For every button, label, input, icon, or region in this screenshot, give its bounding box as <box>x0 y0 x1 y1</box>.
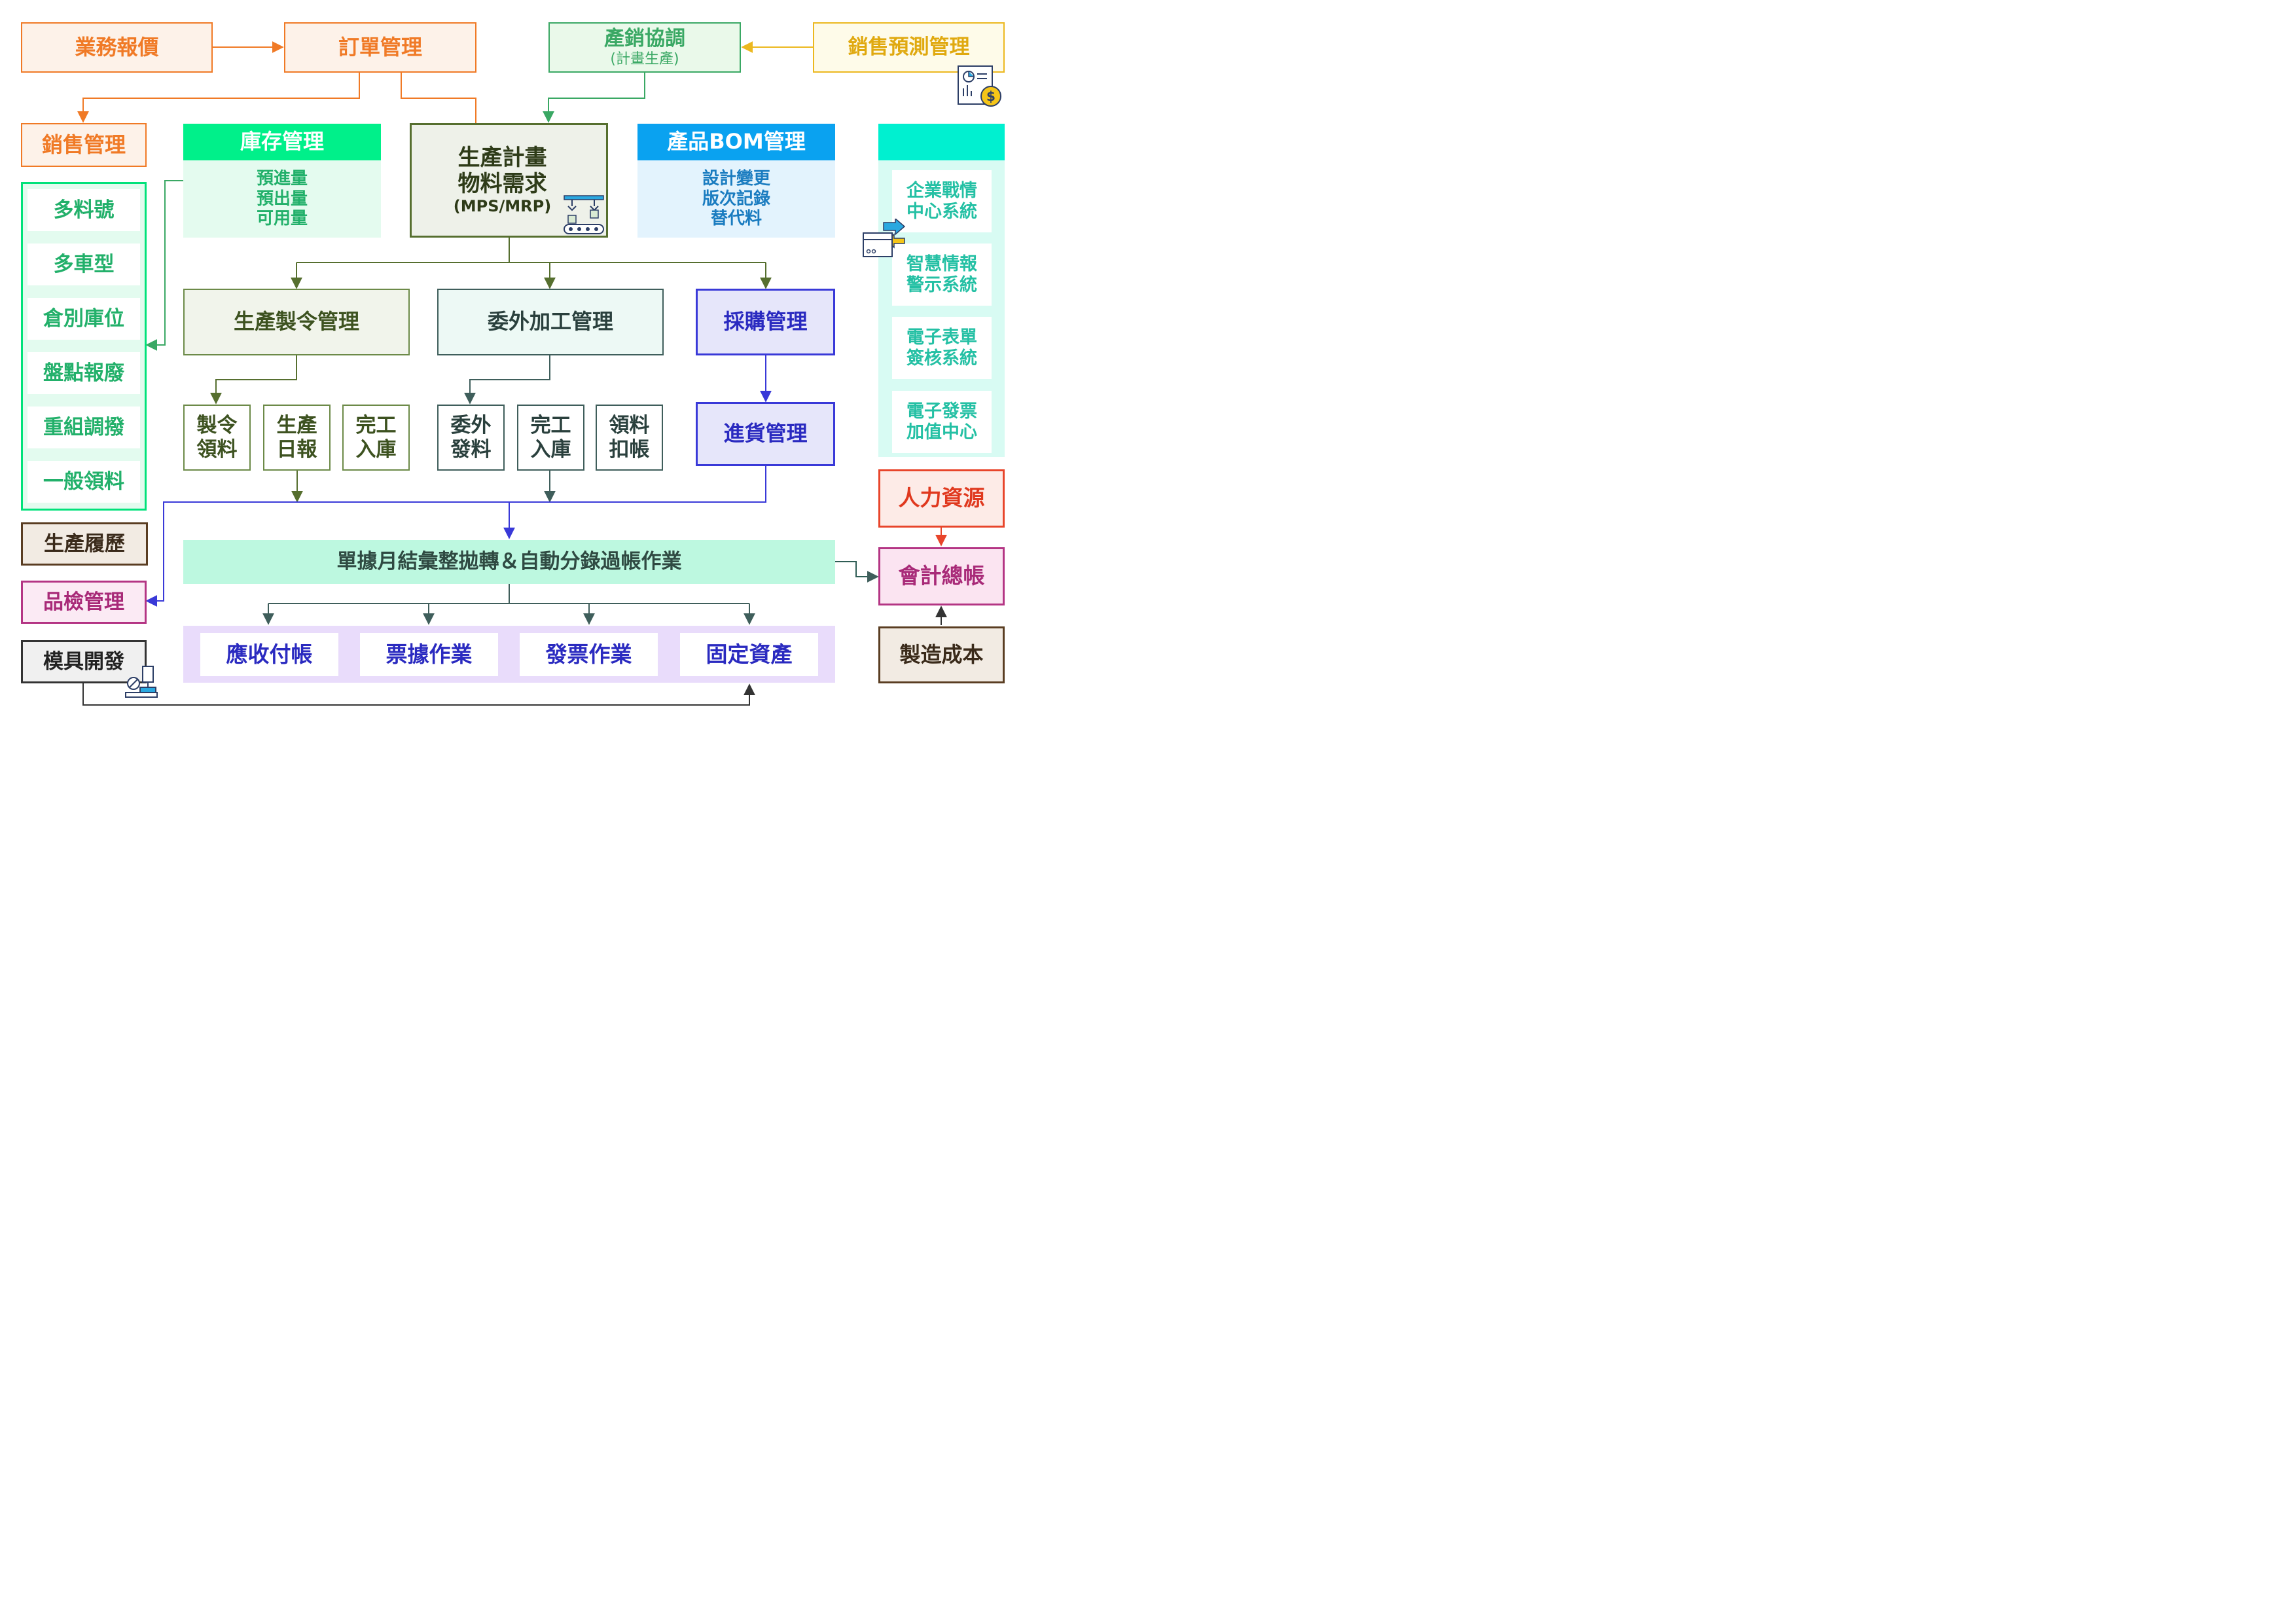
plan-line-2: 物料需求 <box>457 171 547 198</box>
arrow-outsource-to-sub <box>464 355 550 405</box>
qc-box[interactable]: 品檢管理 <box>21 581 147 624</box>
left-item-0[interactable]: 多料號 <box>27 189 140 231</box>
robot-conveyor-icon <box>564 195 604 234</box>
assets-box[interactable]: 固定資產 <box>680 633 818 676</box>
line-order-to-plan <box>401 73 476 123</box>
left-item-5[interactable]: 一般領料 <box>27 461 140 503</box>
hr-box[interactable]: 人力資源 <box>878 469 1005 528</box>
system-1[interactable]: 智慧情報 警示系統 <box>892 244 992 306</box>
left-item-2[interactable]: 倉別庫位 <box>27 298 140 340</box>
arrow-mfg-to-sub <box>210 355 297 405</box>
bom-line-2: 替代料 <box>710 209 762 229</box>
monthly-close-bar[interactable]: 單據月結彙整拋轉＆自動分錄過帳作業 <box>183 540 835 584</box>
inventory-title[interactable]: 庫存管理 <box>183 124 381 160</box>
svg-text:$: $ <box>986 88 996 104</box>
system-0[interactable]: 企業戰情 中心系統 <box>892 170 992 232</box>
cost-box[interactable]: 製造成本 <box>878 626 1005 683</box>
arrow-collector-to-qc <box>145 466 766 607</box>
mfg-sub-1[interactable]: 生產 日報 <box>263 405 331 471</box>
arrow-prodsales-to-plan <box>543 73 645 123</box>
out-sub-2[interactable]: 領料 扣帳 <box>596 405 663 471</box>
prod-sales-title: 產銷協調 <box>604 27 685 51</box>
bom-title[interactable]: 產品BOM管理 <box>637 124 835 160</box>
inventory-line-1: 預出量 <box>256 189 308 209</box>
sales-mgmt-box[interactable]: 銷售管理 <box>21 123 147 167</box>
system-3[interactable]: 電子發票 加值中心 <box>892 391 992 453</box>
mfg-sub-2[interactable]: 完工 入庫 <box>342 405 410 471</box>
outsource-box[interactable]: 委外加工管理 <box>437 289 664 355</box>
mfg-sub-0[interactable]: 製令 領料 <box>183 405 251 471</box>
out-sub-0[interactable]: 委外 發料 <box>437 405 505 471</box>
bom-line-1: 版次記錄 <box>702 189 770 209</box>
plan-line-1: 生產計畫 <box>457 145 547 171</box>
prod-sales-subtitle: (計畫生產) <box>610 50 679 67</box>
system-2[interactable]: 電子表單 簽核系統 <box>892 317 992 379</box>
inventory-items-panel <box>21 182 147 511</box>
invoice-box[interactable]: 發票作業 <box>520 633 658 676</box>
connector-lines <box>77 41 947 706</box>
plan-line-3: (MPS/MRP) <box>453 197 552 216</box>
inventory-body: 預進量 預出量 可用量 <box>183 160 381 238</box>
order-box[interactable]: 訂單管理 <box>284 22 476 73</box>
data-exchange-icon <box>863 219 906 257</box>
receivable-box[interactable]: 應收付帳 <box>200 633 338 676</box>
erp-flow-diagram: 業務報價 訂單管理 產銷協調 (計畫生產) 銷售預測管理 $ 銷售管理 多料號 … <box>0 0 1026 719</box>
inventory-line-2: 可用量 <box>256 209 308 229</box>
purchase-box[interactable]: 採購管理 <box>696 289 835 355</box>
machine-tool-icon <box>125 666 158 698</box>
receiving-box[interactable]: 進貨管理 <box>696 402 835 466</box>
arrow-monthly-to-ledger <box>835 561 879 583</box>
forecast-box[interactable]: 銷售預測管理 <box>813 22 1005 73</box>
ledger-box[interactable]: 會計總帳 <box>878 547 1005 605</box>
prod-sales-box[interactable]: 產銷協調 (計畫生產) <box>548 22 741 73</box>
left-item-1[interactable]: 多車型 <box>27 244 140 285</box>
systems-panel-header <box>878 124 1005 160</box>
left-item-4[interactable]: 重組調撥 <box>27 406 140 448</box>
left-item-3[interactable]: 盤點報廢 <box>27 352 140 394</box>
bom-body: 設計變更 版次記錄 替代料 <box>637 160 835 238</box>
report-dollar-icon: $ <box>958 65 1001 107</box>
mfg-order-box[interactable]: 生產製令管理 <box>183 289 410 355</box>
arrow-order-to-sales <box>77 73 360 123</box>
mold-box[interactable]: 模具開發 <box>21 640 147 683</box>
arrow-mold-to-assets <box>82 683 755 706</box>
inventory-line-0: 預進量 <box>256 168 308 189</box>
notes-box[interactable]: 票據作業 <box>360 633 498 676</box>
out-sub-1[interactable]: 完工 入庫 <box>517 405 584 471</box>
quote-box[interactable]: 業務報價 <box>21 22 213 73</box>
arrow-inventory-to-list <box>145 180 183 351</box>
history-box[interactable]: 生產履歷 <box>21 522 148 566</box>
bom-line-0: 設計變更 <box>702 168 770 189</box>
